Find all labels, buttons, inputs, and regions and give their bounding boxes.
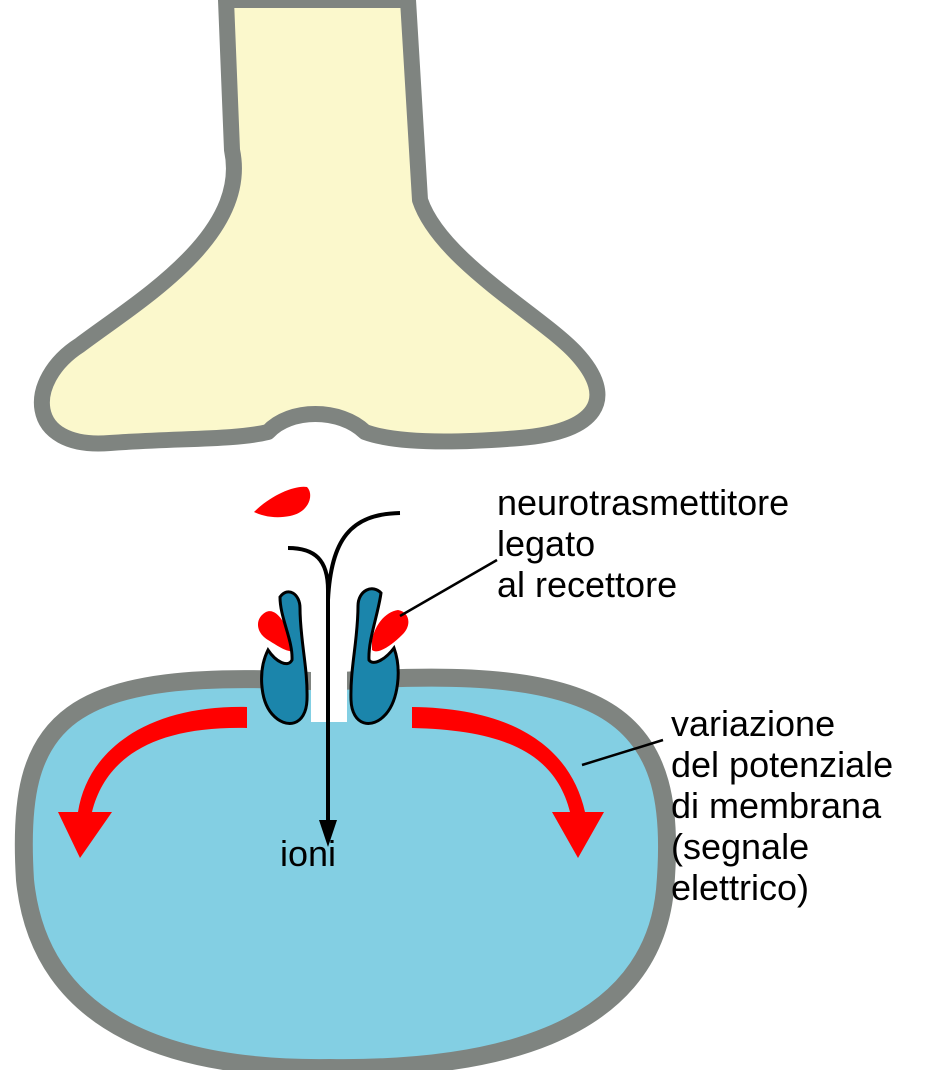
postsynaptic-cell bbox=[24, 678, 667, 1068]
potential-change-label-line-5: elettrico) bbox=[671, 867, 893, 908]
ion-flow-arrow-curve-right bbox=[328, 513, 400, 600]
free-neurotransmitter bbox=[254, 487, 310, 517]
potential-change-label-line-2: del potenziale bbox=[671, 744, 893, 785]
potential-change-label-line-1: variazione bbox=[671, 703, 893, 744]
neurotransmitter-label-line-1: neurotrasmettitore bbox=[497, 482, 789, 523]
receptor-right bbox=[351, 589, 398, 724]
potential-change-label-line-4: (segnale bbox=[671, 826, 893, 867]
neurotransmitter-label-line-3: al recettore bbox=[497, 564, 789, 605]
potential-change-label: variazione del potenziale di membrana (s… bbox=[671, 703, 893, 908]
potential-change-label-line-3: di membrana bbox=[671, 785, 893, 826]
ions-label: ioni bbox=[280, 833, 336, 874]
neurotransmitter-label-line-2: legato bbox=[497, 523, 789, 564]
neurotransmitter-label: neurotrasmettitore legato al recettore bbox=[497, 482, 789, 605]
presynaptic-terminal bbox=[42, 0, 598, 443]
leader-line-neurotransmitter bbox=[400, 560, 497, 616]
